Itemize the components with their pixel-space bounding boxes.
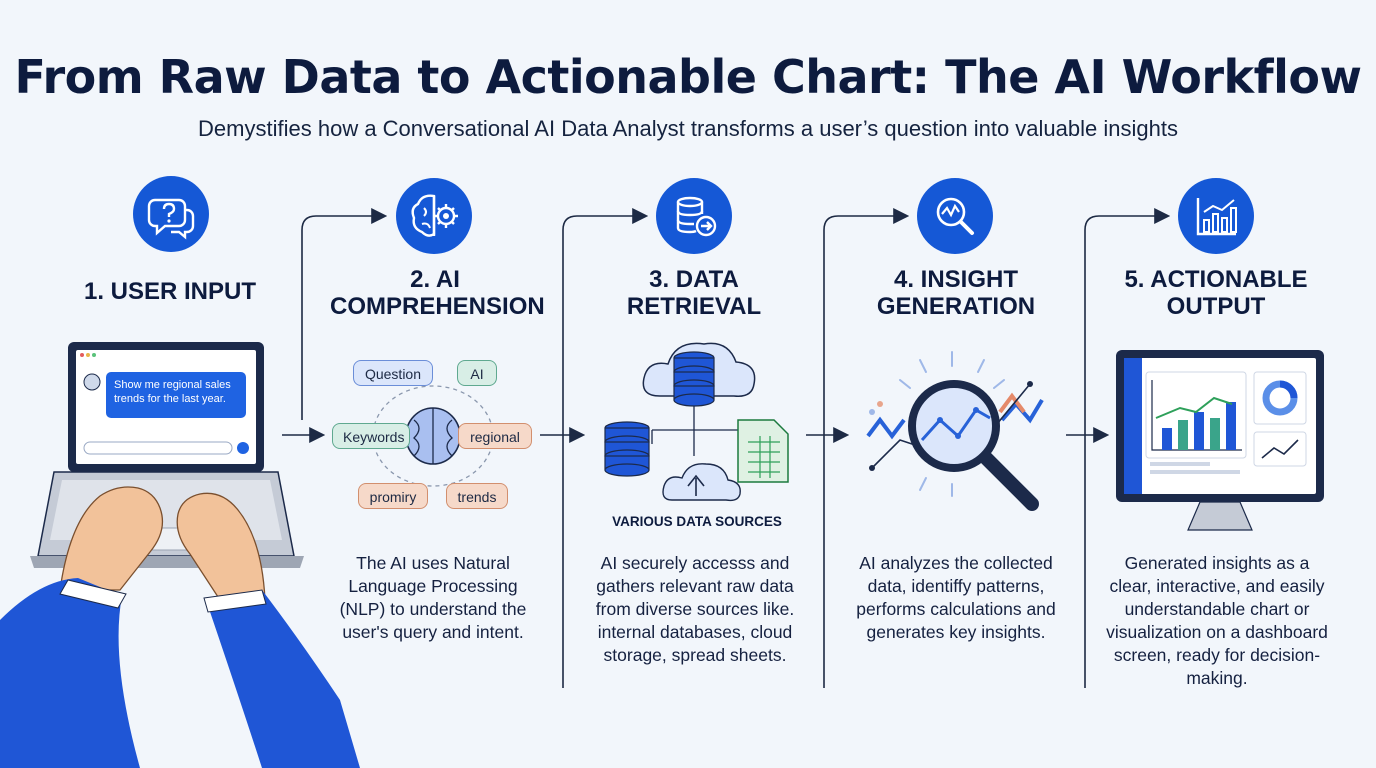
- insight-illustration: [866, 351, 1044, 511]
- bar-chart-icon: [1178, 178, 1254, 254]
- question-chat-icon: [133, 176, 209, 252]
- step-4-description: AI analyzes the collected data, identiff…: [856, 553, 1056, 642]
- database-arrow-icon: [656, 178, 732, 254]
- page-subtitle: Demystifies how a Conversational AI Data…: [198, 116, 1178, 141]
- tag-keywords: Keywords: [332, 423, 410, 449]
- connector-2-3: [540, 208, 649, 688]
- tag-question: Question: [353, 360, 433, 386]
- step-3-title: 3. DATA RETRIEVAL: [626, 266, 762, 320]
- step-1-title: 1. USER INPUT: [83, 278, 257, 305]
- step-5-description: Generated insights as a clear, interacti…: [1106, 553, 1328, 688]
- tag-promiry: promiry: [358, 483, 428, 509]
- dashboard-monitor-illustration: [1116, 350, 1324, 531]
- step-4-title: 4. INSIGHT GENERATION: [876, 266, 1036, 320]
- tag-regional: regional: [458, 423, 532, 449]
- step-2-description: The AI uses Natural Language Processing …: [339, 553, 527, 642]
- step-5-title: 5. ACTIONABLE OUTPUT: [1124, 266, 1308, 320]
- magnifier-chart-icon: [917, 178, 993, 254]
- connector-4-5: [1066, 208, 1171, 688]
- data-sources-illustration: [604, 342, 789, 502]
- step-2-title: 2. AI COMPREHENSION: [330, 266, 545, 320]
- connector-1-2: [282, 208, 388, 443]
- chat-message-bubble: Show me regional sales trends for the la…: [106, 372, 246, 418]
- page-title: From Raw Data to Actionable Chart: The A…: [14, 50, 1362, 104]
- connector-3-4: [806, 208, 910, 688]
- tag-ai: AI: [457, 360, 497, 386]
- various-data-sources-label: VARIOUS DATA SOURCES: [612, 514, 782, 529]
- brain-gear-icon: [396, 178, 472, 254]
- tag-trends: trends: [446, 483, 508, 509]
- step-3-description: AI securely accesss and gathers relevant…: [595, 553, 795, 665]
